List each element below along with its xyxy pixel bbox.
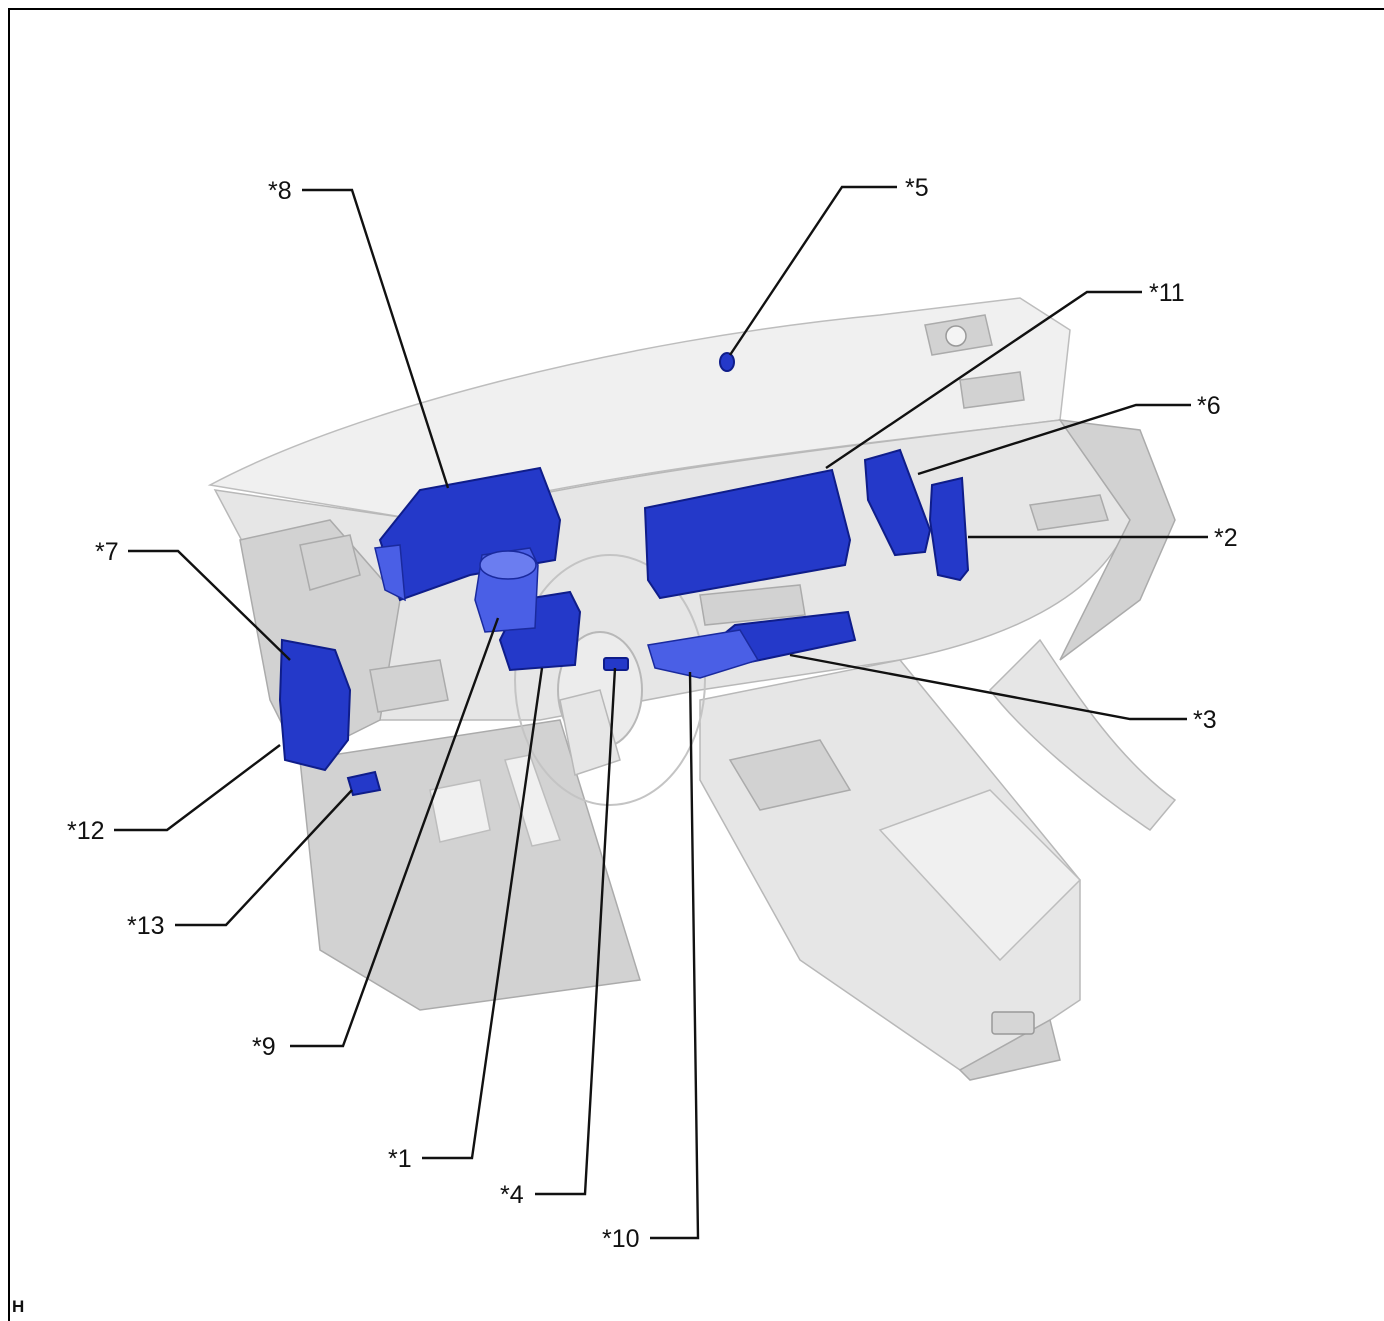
leader-1 <box>422 667 544 1160</box>
highlighted-components <box>278 352 970 797</box>
component-13-module[interactable] <box>346 770 382 797</box>
component-9-ring <box>479 550 537 580</box>
passenger-lower-trim <box>989 638 1177 831</box>
dashboard-top <box>207 297 1071 521</box>
callout-3: *3 <box>1193 706 1217 734</box>
vehicle-interior-illustration <box>207 297 1177 1081</box>
leader-7 <box>128 549 291 661</box>
mirror-mount <box>945 325 967 347</box>
callout-1: *1 <box>388 1145 412 1173</box>
component-7-ecu[interactable] <box>278 638 352 772</box>
callout-10: *10 <box>602 1225 640 1253</box>
brake-pedal <box>429 779 491 843</box>
driver-air-vent <box>369 659 449 713</box>
callout-6: *6 <box>1197 392 1221 420</box>
component-11-multi-display[interactable] <box>643 468 852 600</box>
passenger-side-panel <box>1058 419 1176 661</box>
console-armrest <box>878 789 1082 962</box>
console-tray <box>728 739 852 811</box>
leader-4 <box>535 667 617 1196</box>
leader-13 <box>175 789 353 927</box>
leader-lines <box>114 185 1208 1240</box>
leader-6 <box>917 403 1191 476</box>
floor <box>299 719 641 1011</box>
right-air-vent <box>959 371 1025 409</box>
leader-5 <box>729 185 897 356</box>
callout-2: *2 <box>1214 524 1238 552</box>
leader-12 <box>114 744 281 832</box>
rear-usb-port <box>991 1011 1035 1035</box>
callout-7: *7 <box>95 538 119 566</box>
steering-wheel-rim <box>514 554 706 806</box>
callout-11: *11 <box>1149 279 1185 307</box>
callout-12: *12 <box>67 817 105 845</box>
center-air-vent <box>699 584 806 626</box>
illustration-code-mark: H <box>12 1297 25 1316</box>
leader-11 <box>825 290 1142 469</box>
component-10-ecu[interactable] <box>647 629 760 679</box>
leader-3 <box>789 653 1187 721</box>
component-6-ecu[interactable] <box>863 448 932 557</box>
callout-9: *9 <box>252 1033 276 1061</box>
leader-10 <box>650 671 700 1240</box>
callout-5: *5 <box>905 174 929 202</box>
diagram-frame <box>8 8 1384 1321</box>
passenger-air-vent <box>1029 494 1109 531</box>
console-rear-panel <box>958 1018 1061 1081</box>
component-2-ecu[interactable] <box>928 476 970 582</box>
left-air-vent <box>299 534 361 591</box>
component-5-sensor[interactable] <box>719 352 735 372</box>
component-8-mount <box>374 544 406 602</box>
leader-8 <box>302 188 450 489</box>
accelerator-pedal <box>504 754 561 847</box>
leader-9 <box>290 617 500 1048</box>
callout-13: *13 <box>127 912 165 940</box>
callout-labels: *8 *5 *11 *6 *2 *7 *3 *12 *13 *9 *1 *4 *… <box>67 174 1238 1253</box>
callout-8: *8 <box>268 177 292 205</box>
steering-column <box>559 689 621 776</box>
callout-4: *4 <box>500 1181 524 1209</box>
